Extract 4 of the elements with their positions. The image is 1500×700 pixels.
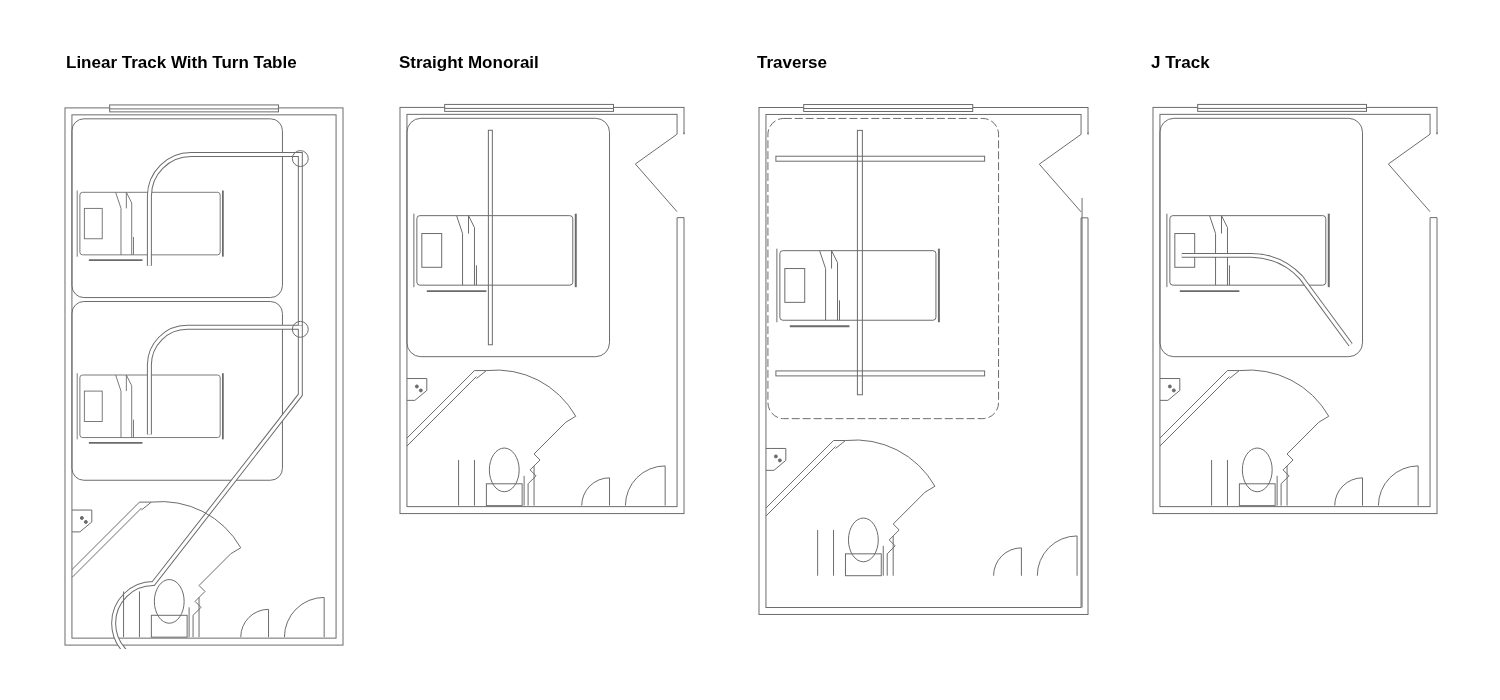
plan-title: Straight Monorail [399, 52, 539, 74]
plan-title: Linear Track With Turn Table [66, 52, 297, 74]
plan-title: Traverse [757, 52, 827, 74]
plan-title: J Track [1151, 52, 1210, 74]
